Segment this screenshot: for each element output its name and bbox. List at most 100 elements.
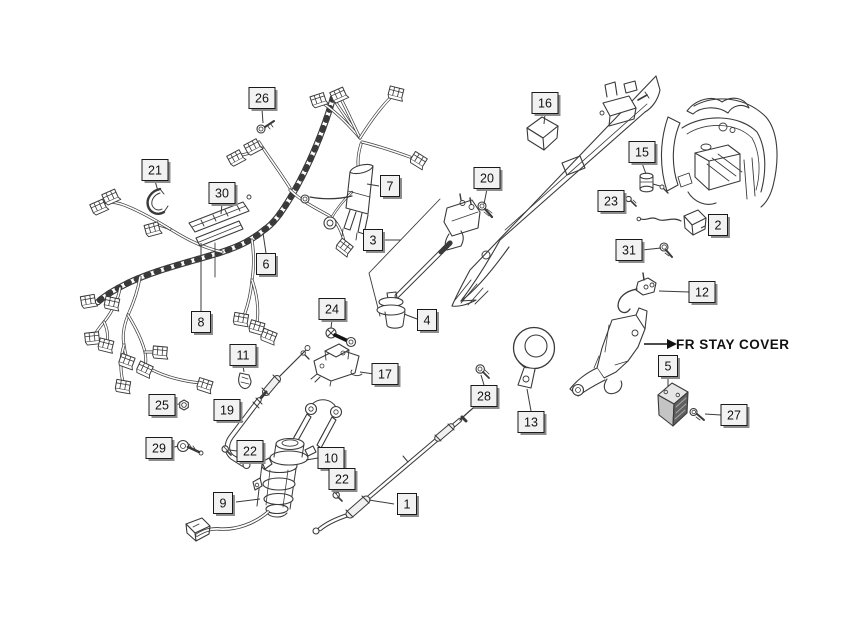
callout-19[interactable]: 19 [213, 399, 243, 424]
part-path [384, 311, 388, 326]
callout-number: 19 [220, 404, 234, 418]
callout-27[interactable]: 27 [720, 404, 750, 429]
callout-30[interactable]: 30 [208, 182, 238, 207]
part-path [265, 469, 271, 506]
part-path [649, 282, 655, 288]
callout-box[interactable] [473, 167, 501, 189]
callout-box[interactable] [597, 190, 625, 212]
callout-number: 5 [665, 360, 672, 374]
part-cable-pipe-19 [224, 345, 311, 470]
callout-box[interactable] [531, 92, 559, 114]
callout-28[interactable]: 28 [470, 385, 500, 410]
callout-12[interactable]: 12 [688, 281, 718, 306]
callout-number: 24 [325, 303, 339, 317]
part-path [593, 355, 600, 369]
callout-box[interactable] [229, 344, 257, 366]
callout-29[interactable]: 29 [145, 437, 175, 462]
callout-17[interactable]: 17 [371, 363, 401, 388]
part-path [522, 375, 530, 383]
part-path [675, 397, 687, 408]
callout-box[interactable] [417, 309, 437, 331]
callout-20[interactable]: 20 [473, 167, 503, 192]
part-path [512, 326, 556, 370]
callout-box[interactable] [328, 468, 356, 490]
callout-22b[interactable]: 22 [328, 468, 358, 493]
connector-icon [329, 86, 350, 104]
callout-2[interactable]: 2 [708, 214, 731, 239]
callout-7[interactable]: 7 [380, 175, 403, 200]
part-path [675, 392, 680, 398]
callout-box[interactable] [470, 385, 498, 407]
callout-13[interactable]: 13 [517, 411, 547, 436]
callout-box[interactable] [208, 182, 236, 204]
callout-9[interactable]: 9 [213, 492, 236, 517]
part-path [334, 492, 339, 497]
part-path [272, 374, 281, 383]
callout-box[interactable] [141, 159, 169, 181]
leader-line-1 [368, 499, 395, 505]
leader-line-4 [403, 313, 418, 320]
part-path [711, 157, 737, 177]
part-path [345, 165, 374, 215]
callout-box[interactable] [145, 437, 173, 459]
part-bolt-26 [256, 120, 275, 134]
callout-box[interactable] [708, 214, 728, 236]
callout-box[interactable] [256, 253, 276, 275]
callout-box[interactable] [628, 141, 656, 163]
callout-box[interactable] [213, 492, 233, 514]
callout-box[interactable] [397, 493, 417, 515]
part-bolt-24 [325, 327, 357, 348]
callout-box[interactable] [517, 411, 545, 433]
callout-24[interactable]: 24 [318, 298, 348, 323]
callout-box[interactable] [213, 399, 241, 421]
callout-box[interactable] [658, 355, 678, 377]
callout-16[interactable]: 16 [531, 92, 561, 117]
callout-box[interactable] [248, 87, 276, 109]
part-path [326, 219, 334, 227]
callout-10[interactable]: 10 [317, 447, 347, 472]
callout-number: 16 [538, 97, 552, 111]
callout-5[interactable]: 5 [658, 355, 681, 380]
part-path [312, 527, 320, 535]
callout-31[interactable]: 31 [615, 239, 645, 264]
callout-15[interactable]: 15 [628, 141, 658, 166]
callout-box[interactable] [371, 363, 399, 385]
callout-box[interactable] [191, 311, 211, 333]
callout-8[interactable]: 8 [191, 311, 214, 336]
part-path [266, 124, 271, 130]
callout-box[interactable] [380, 175, 400, 197]
part-relay-bracket-17 [300, 343, 363, 387]
callout-26[interactable]: 26 [248, 87, 278, 112]
part-path [475, 364, 485, 374]
part-path [630, 200, 637, 207]
part-path [696, 413, 705, 421]
callout-box[interactable] [318, 298, 346, 320]
callout-21[interactable]: 21 [141, 159, 171, 184]
callout-25[interactable]: 25 [148, 394, 178, 419]
callout-box[interactable] [615, 239, 643, 261]
callout-3[interactable]: 3 [363, 229, 386, 254]
callout-box[interactable] [148, 394, 176, 416]
part-bolt-28 [475, 364, 490, 379]
callout-23[interactable]: 23 [597, 190, 627, 215]
callout-6[interactable]: 6 [256, 253, 279, 278]
part-path [664, 252, 670, 257]
part-path [258, 126, 264, 132]
part-path [686, 125, 760, 191]
callout-4[interactable]: 4 [417, 309, 440, 334]
part-clamp-21 [146, 187, 169, 215]
callout-1[interactable]: 1 [397, 493, 420, 518]
part-screw-22a [221, 445, 232, 456]
callout-box[interactable] [720, 404, 748, 426]
callout-box[interactable] [363, 229, 383, 251]
callout-number: 8 [198, 316, 205, 330]
callout-box[interactable] [236, 440, 264, 462]
part-fr-stay-cover-bracket [569, 307, 648, 397]
callout-11[interactable]: 11 [229, 344, 259, 369]
callout-22a[interactable]: 22 [236, 440, 266, 465]
callout-box[interactable] [688, 281, 716, 303]
callout-number: 29 [152, 442, 166, 456]
callout-number: 2 [715, 219, 722, 233]
part-path [122, 276, 141, 359]
part-path [743, 159, 748, 200]
